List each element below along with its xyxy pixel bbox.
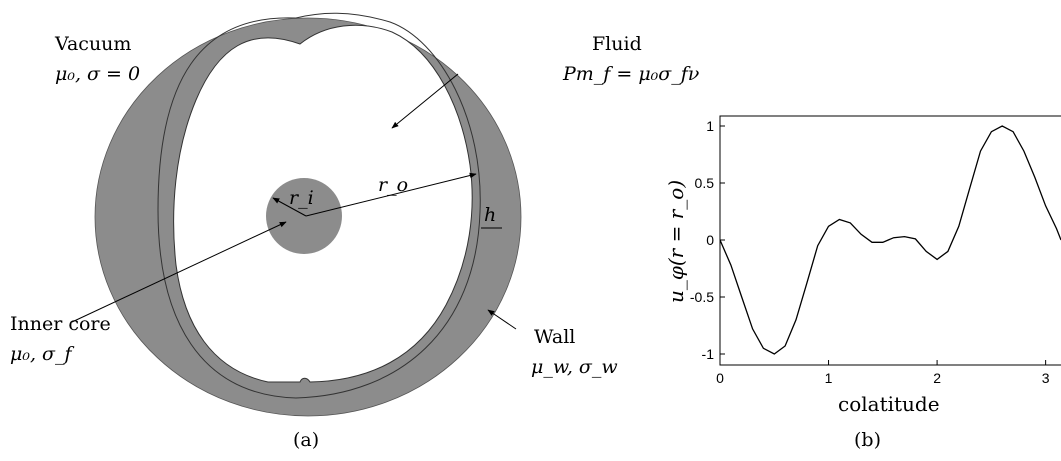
wall-outer-boundary <box>157 12 481 399</box>
plot-frame <box>719 115 1061 366</box>
inner-core-label: Inner core <box>10 313 111 335</box>
vacuum-properties: μ₀, σ = 0 <box>55 63 140 85</box>
vacuum-label: Vacuum <box>54 33 131 55</box>
fluid-label: Fluid <box>592 33 642 55</box>
y-tick-label: 1 <box>706 118 714 134</box>
velocity-chart: 1 0.5 0 -0.5 -1 0 1 2 3 <box>690 115 1061 386</box>
fluid-properties: Pm_f = μ₀σ_fν <box>562 63 700 85</box>
r-i-label: r_i <box>289 187 314 209</box>
x-tick-label: 0 <box>716 370 724 386</box>
r-o-arrow <box>305 172 477 217</box>
wall-properties: μ_w, σ_w <box>531 356 618 378</box>
inner-core-properties: μ₀, σ_f <box>10 343 75 365</box>
y-tick-label: -0.5 <box>690 289 714 305</box>
r-o-label: r_o <box>378 174 408 196</box>
fluid-pointer <box>391 73 459 129</box>
inner-core-pointer <box>71 221 287 323</box>
inner-core <box>266 178 342 254</box>
wall-label: Wall <box>534 326 575 348</box>
x-tick-label: 1 <box>825 370 833 386</box>
caption-a: (a) <box>293 429 319 451</box>
x-tick-label: 2 <box>933 370 941 386</box>
y-tick-label: -1 <box>702 346 715 362</box>
x-tick-label: 3 <box>1042 370 1050 386</box>
y-axis-label: u_φ(r = r_o) <box>664 180 688 303</box>
y-tick-label: 0.5 <box>695 175 715 191</box>
r-i-arrow <box>272 197 307 217</box>
h-label: h <box>484 204 496 226</box>
x-axis-label: colatitude <box>838 392 940 416</box>
shell-diagram <box>71 12 522 417</box>
series-line <box>719 125 1061 355</box>
x-axis: 0 1 2 3 <box>716 360 1050 386</box>
y-axis: 1 0.5 0 -0.5 -1 <box>690 118 725 362</box>
caption-b: (b) <box>854 429 881 451</box>
wall-pointer <box>487 309 517 330</box>
y-tick-label: 0 <box>706 232 714 248</box>
